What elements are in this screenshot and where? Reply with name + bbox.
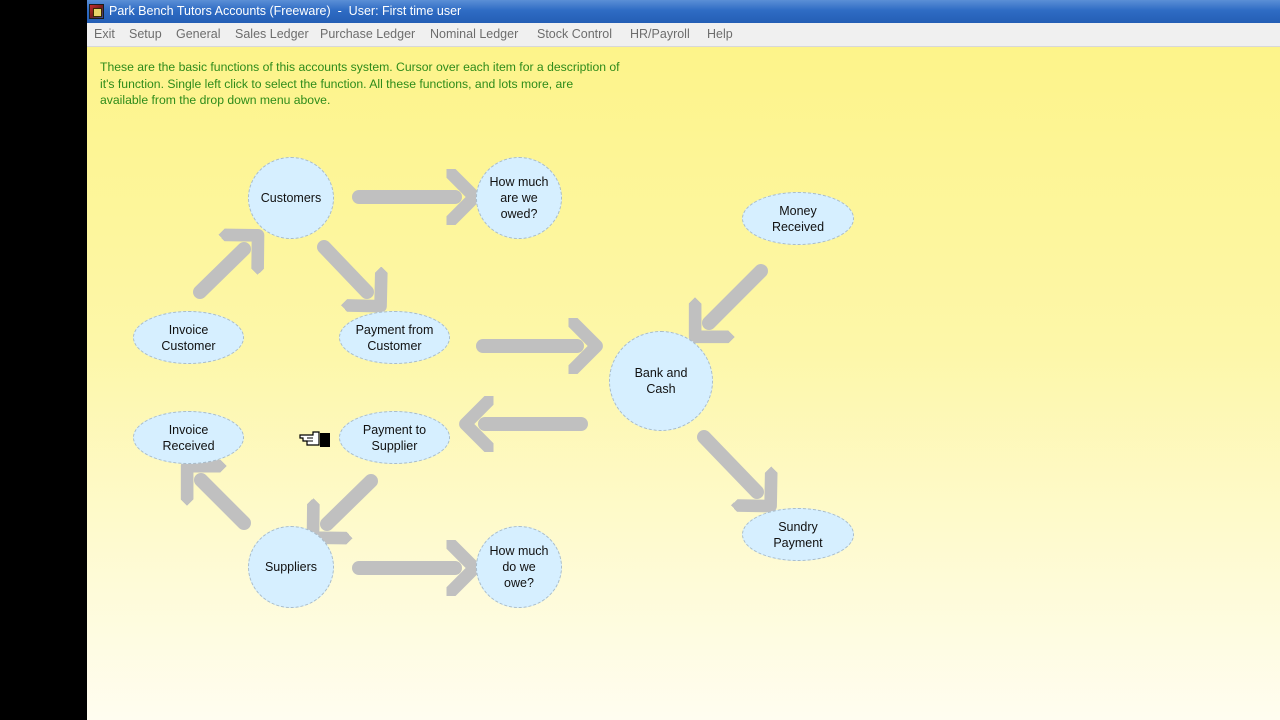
- node-customers[interactable]: Customers: [248, 157, 334, 239]
- node-payment-from-customer[interactable]: Payment from Customer: [339, 311, 450, 364]
- node-payment-to-line-1: Payment to: [362, 422, 427, 437]
- menu-bar: Exit Setup General Sales Ledger Purchase…: [87, 23, 1280, 47]
- application-window: Park Bench Tutors Accounts (Freeware) - …: [87, 0, 1280, 720]
- node-owe-line-1: How much: [489, 544, 549, 558]
- node-payment-from-line-2: Customer: [367, 338, 422, 353]
- node-payment-from-line-1: Payment from: [355, 322, 434, 337]
- arrow-money-to-bank: [709, 264, 768, 323]
- node-owed-line-1: How much: [489, 175, 549, 189]
- node-suppliers[interactable]: Suppliers: [248, 526, 334, 608]
- node-invoice-customer-line-1: Invoice: [168, 322, 209, 337]
- node-how-much-are-we-owed[interactable]: How much are we owed?: [476, 157, 562, 239]
- node-invoice-received-line-1: Invoice: [168, 422, 209, 437]
- node-bank-and-cash[interactable]: Bank and Cash: [609, 331, 713, 431]
- node-invoice-customer-line-2: Customer: [161, 338, 216, 353]
- menu-sales-ledger[interactable]: Sales Ledger: [235, 27, 309, 41]
- node-payment-to-supplier[interactable]: Payment to Supplier: [339, 411, 450, 464]
- node-invoice-received[interactable]: Invoice Received: [133, 411, 244, 464]
- node-sundry-line-1: Sundry: [778, 519, 818, 534]
- app-icon[interactable]: [89, 4, 104, 19]
- arrow-bank-to-sundry: [697, 430, 757, 492]
- node-customers-label: Customers: [260, 191, 322, 205]
- node-money-line-1: Money: [779, 203, 817, 218]
- menu-hr-payroll[interactable]: HR/Payroll: [630, 27, 690, 41]
- node-owed-line-3: owed?: [500, 207, 538, 221]
- flow-arrows: [87, 47, 1280, 720]
- arrow-payment-to-to-suppliers: [327, 474, 378, 524]
- window-title: Park Bench Tutors Accounts (Freeware) - …: [109, 4, 462, 18]
- menu-stock-control[interactable]: Stock Control: [537, 27, 613, 41]
- hand-pointer-icon: [299, 431, 330, 447]
- node-sundry-payment[interactable]: Sundry Payment: [742, 508, 854, 561]
- node-sundry-line-2: Payment: [773, 535, 823, 550]
- instructions-line-2: it's function. Single left click to sele…: [100, 76, 574, 91]
- node-owe-line-3: owe?: [504, 576, 534, 590]
- node-bank-line-1: Bank and: [634, 366, 688, 380]
- node-how-much-do-we-owe[interactable]: How much do we owe?: [476, 526, 562, 608]
- instructions-text: These are the basic functions of this ac…: [100, 59, 690, 109]
- menu-purchase-ledger[interactable]: Purchase Ledger: [320, 27, 416, 41]
- menu-help[interactable]: Help: [707, 27, 733, 41]
- menu-setup[interactable]: Setup: [129, 27, 162, 41]
- menu-nominal-ledger[interactable]: Nominal Ledger: [430, 27, 519, 41]
- node-owed-line-2: are we: [500, 191, 538, 205]
- node-bank-line-2: Cash: [646, 382, 676, 396]
- node-invoice-received-line-2: Received: [162, 438, 215, 453]
- instructions-line-3: available from the drop down menu above.: [100, 93, 331, 107]
- node-owe-line-2: do we: [502, 560, 536, 574]
- node-payment-to-line-2: Supplier: [371, 438, 418, 453]
- arrow-invoice-to-customers: [193, 249, 244, 299]
- node-suppliers-label: Suppliers: [264, 560, 318, 574]
- node-invoice-customer[interactable]: Invoice Customer: [133, 311, 244, 364]
- node-money-received[interactable]: Money Received: [742, 192, 854, 245]
- arrow-customers-to-payment-from: [317, 240, 367, 292]
- title-bar: Park Bench Tutors Accounts (Freeware) - …: [87, 0, 1280, 23]
- menu-exit[interactable]: Exit: [94, 27, 115, 41]
- node-money-line-2: Received: [771, 219, 825, 234]
- instructions-line-1: These are the basic functions of this ac…: [100, 60, 620, 74]
- arrow-suppliers-to-invoice: [201, 480, 251, 530]
- menu-general[interactable]: General: [176, 27, 221, 41]
- function-diagram-area: These are the basic functions of this ac…: [87, 47, 1280, 720]
